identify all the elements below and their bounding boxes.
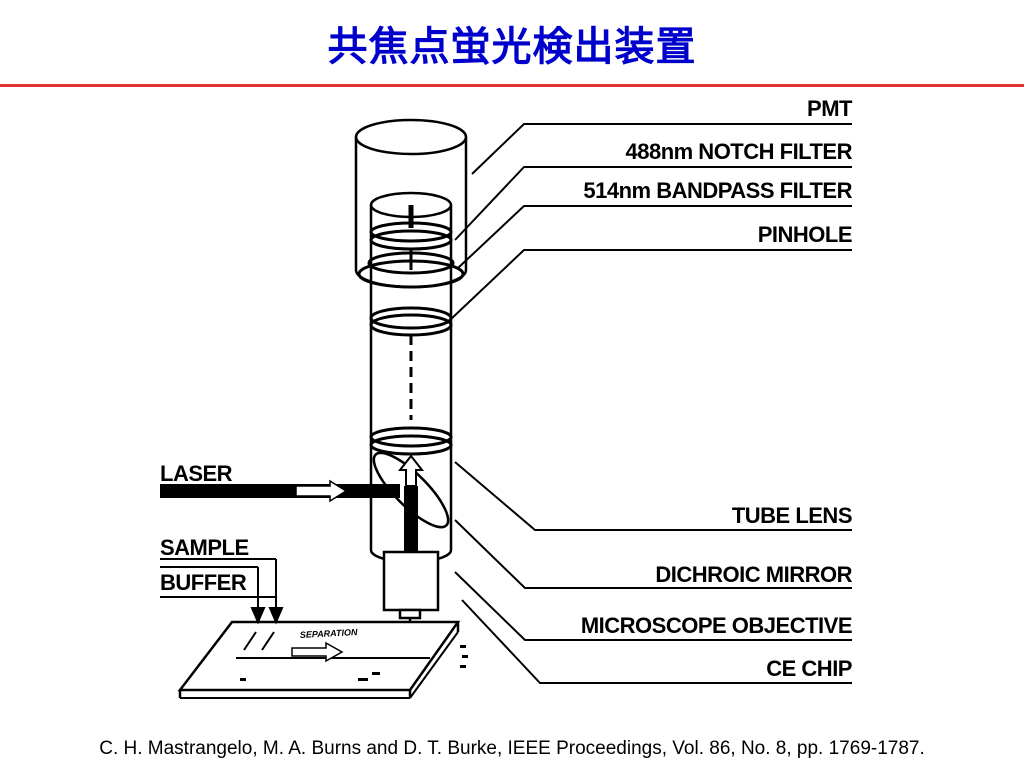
label-dichroic-mirror: DICHROIC MIRROR <box>655 562 852 587</box>
title-divider <box>0 84 1024 87</box>
page-title: 共焦点蛍光検出装置 <box>327 24 697 70</box>
pinhole-disc <box>369 306 453 337</box>
fluorescence-up-arrow <box>397 454 425 487</box>
label-sample: SAMPLE <box>160 535 249 560</box>
chip-detection-marks <box>240 645 468 681</box>
sample-buffer-inlet-arrows <box>160 558 284 625</box>
tube-lens-disc <box>369 426 453 456</box>
label-tube-lens: TUBE LENS <box>732 503 852 528</box>
citation: C. H. Mastrangelo, M. A. Burns and D. T.… <box>99 738 925 759</box>
dichroic-mirror <box>372 451 450 529</box>
label-pmt: PMT <box>807 96 853 121</box>
label-leader-lines <box>449 123 852 684</box>
laser-beam <box>160 479 418 560</box>
label-buffer: BUFFER <box>160 570 247 595</box>
label-bandpass-filter: 514nm BANDPASS FILTER <box>583 178 852 203</box>
label-notch-filter: 488nm NOTCH FILTER <box>625 139 852 164</box>
label-laser: LASER <box>160 461 233 486</box>
chip-channel-label: SEPARATION <box>300 627 359 640</box>
label-ce-chip: CE CHIP <box>766 656 852 681</box>
ce-chip: SEPARATION <box>177 620 468 699</box>
label-pinhole: PINHOLE <box>758 222 852 247</box>
label-microscope-objective: MICROSCOPE OBJECTIVE <box>581 613 852 638</box>
confocal-detector-diagram: SEPARATION PMT 488nm NOTCH FILTER 514nm <box>160 96 854 699</box>
